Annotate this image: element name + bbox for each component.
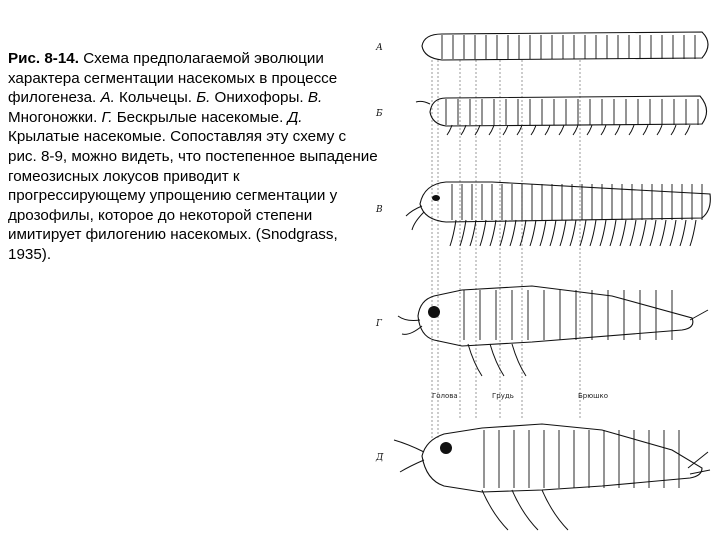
leg bbox=[539, 219, 547, 247]
region-label-abdomen: Брюшко bbox=[578, 392, 608, 400]
leg bbox=[519, 219, 527, 247]
leg bbox=[474, 124, 481, 136]
leg bbox=[619, 219, 627, 247]
leg bbox=[609, 219, 617, 247]
leg bbox=[589, 219, 597, 247]
leg bbox=[586, 124, 593, 136]
organism-onychophoran bbox=[415, 95, 708, 136]
row-label-g: Г bbox=[375, 319, 383, 329]
leg bbox=[467, 343, 483, 377]
caption-text-b: Онихофоры. bbox=[210, 89, 308, 107]
leg bbox=[669, 219, 677, 247]
organism-myriapod bbox=[405, 181, 711, 247]
leg bbox=[579, 219, 587, 247]
leg bbox=[479, 219, 487, 247]
leg bbox=[481, 489, 509, 531]
caption-text-a: Кольчецы. bbox=[114, 89, 197, 107]
leg bbox=[572, 124, 579, 136]
leg bbox=[600, 124, 607, 136]
leg bbox=[656, 124, 663, 136]
leg bbox=[460, 124, 467, 136]
leg bbox=[649, 219, 657, 247]
leg bbox=[449, 219, 457, 247]
leg bbox=[614, 124, 621, 136]
leg bbox=[502, 124, 509, 136]
leg bbox=[689, 219, 697, 247]
region-label-thorax: Грудь bbox=[492, 392, 514, 400]
row-label-v: В bbox=[375, 205, 383, 215]
leg bbox=[529, 219, 537, 247]
leg bbox=[469, 219, 477, 247]
leg bbox=[488, 124, 495, 136]
leg bbox=[516, 124, 523, 136]
figure-caption: Рис. 8-14. Схема предполагаемой эволюции… bbox=[8, 49, 378, 265]
leg bbox=[628, 124, 635, 136]
organism-winged-insect bbox=[393, 423, 711, 531]
row-label-a: А bbox=[375, 43, 383, 53]
caption-label-a: А. bbox=[100, 89, 115, 107]
organism-wingless-insect bbox=[397, 285, 709, 377]
leg bbox=[684, 124, 691, 136]
leg bbox=[679, 219, 687, 247]
caption-text-g: Бескрылые насекомые. bbox=[112, 108, 288, 126]
leg bbox=[446, 124, 453, 136]
leg bbox=[541, 489, 569, 531]
leg bbox=[642, 124, 649, 136]
leg bbox=[511, 489, 539, 531]
leg bbox=[639, 219, 647, 247]
row-label-d: Д bbox=[375, 453, 384, 463]
leg bbox=[530, 124, 537, 136]
row-label-b: Б bbox=[375, 109, 383, 119]
leg bbox=[511, 343, 527, 377]
leg bbox=[670, 124, 677, 136]
leg bbox=[659, 219, 667, 247]
caption-text-d: Крылатые насекомые. Сопоставляя эту схем… bbox=[8, 128, 378, 263]
leg bbox=[489, 343, 505, 377]
caption-label-v: В. bbox=[307, 89, 323, 107]
region-label-head: Голова bbox=[432, 392, 458, 400]
leg bbox=[499, 219, 507, 247]
leg bbox=[599, 219, 607, 247]
segmentation-evolution-figure: А Б В Г Д Голова Грудь Брюшко bbox=[372, 0, 720, 540]
leg bbox=[544, 124, 551, 136]
leg bbox=[459, 219, 467, 247]
leg bbox=[489, 219, 497, 247]
caption-label-b: Б. bbox=[196, 89, 211, 107]
caption-text-v: Многоножки. bbox=[8, 108, 102, 126]
leg bbox=[559, 219, 567, 247]
caption-label-g: Г. bbox=[101, 108, 113, 126]
figure-drawing: А Б В Г Д Голова Грудь Брюшко bbox=[375, 31, 711, 531]
caption-figure-number: Рис. 8-14. bbox=[8, 50, 79, 67]
leg bbox=[569, 219, 577, 247]
organism-annelid bbox=[421, 31, 709, 61]
leg bbox=[629, 219, 637, 247]
leg bbox=[509, 219, 517, 247]
leg bbox=[549, 219, 557, 247]
leg bbox=[558, 124, 565, 136]
caption-text-intro: Схема предполагаемой эволюции характера … bbox=[8, 50, 338, 107]
caption-label-d: Д. bbox=[287, 108, 303, 126]
